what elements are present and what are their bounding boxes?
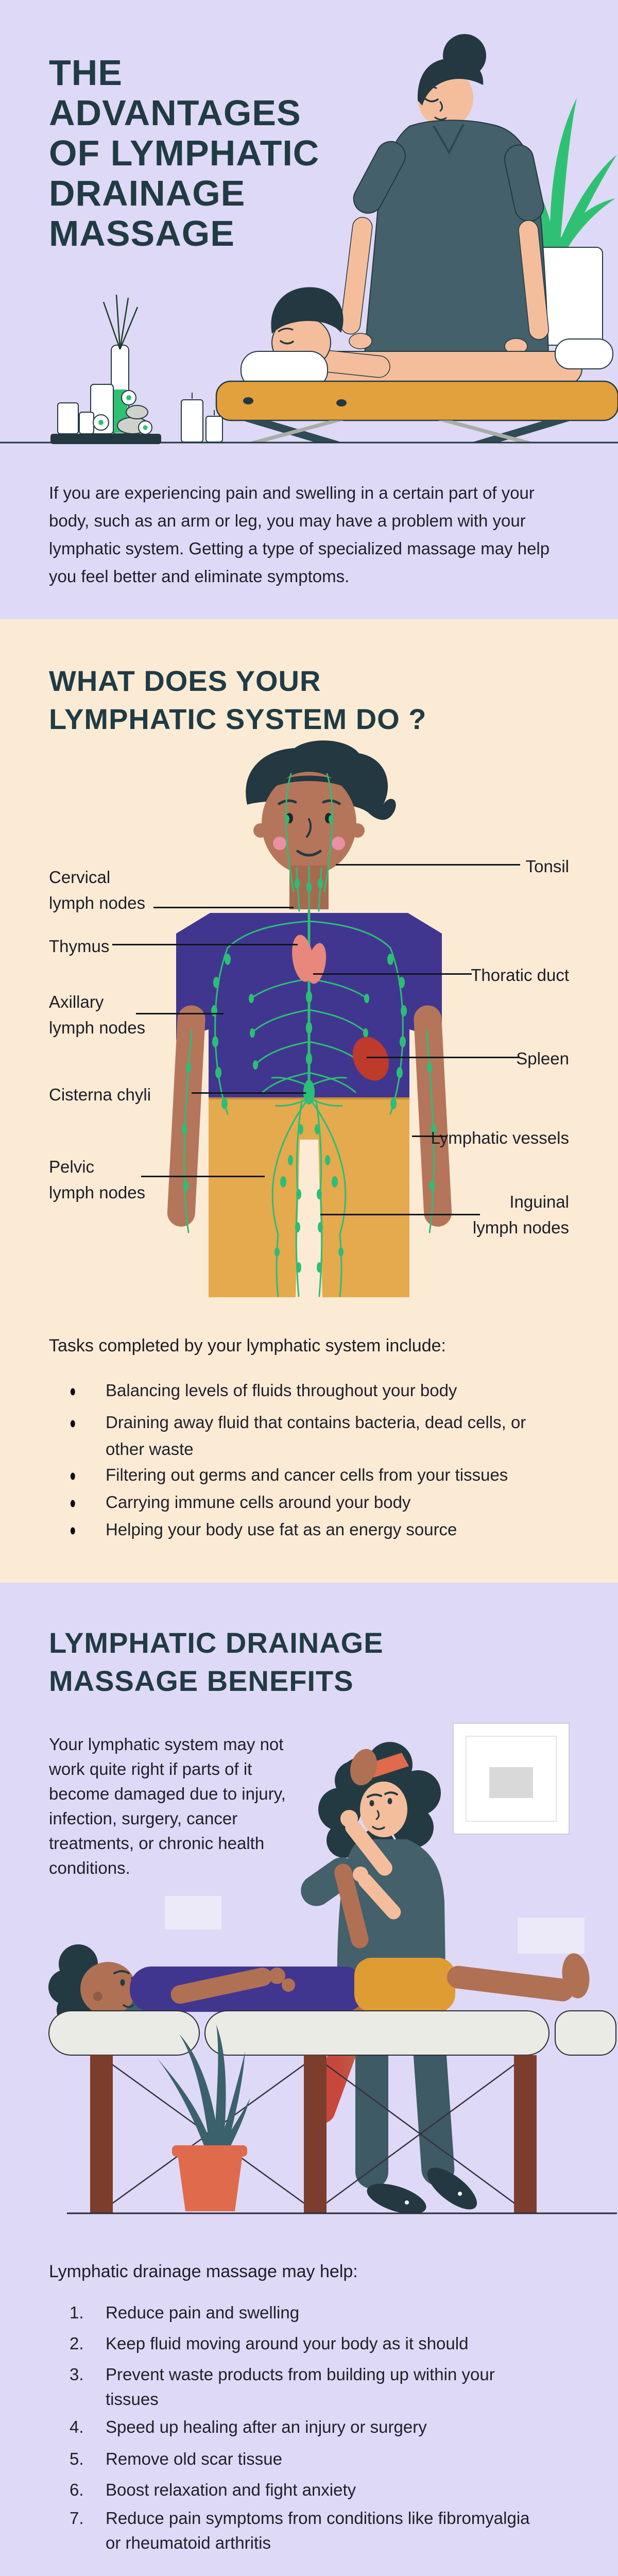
page-title: THE ADVANTAGES OF LYMPHATIC DRAINAGE MAS… (49, 53, 320, 253)
help-item: 7.Reduce pain symptoms from conditions l… (70, 2509, 530, 2552)
tonsil-left-dot (273, 837, 286, 850)
label-thymus: Thymus (49, 937, 110, 956)
bullet-icon: ● (70, 1465, 76, 1485)
pointer-line-tonsil (336, 864, 520, 866)
help-item: 4.Speed up healing after an injury or su… (70, 2417, 427, 2436)
pointer-line-spleen (367, 1057, 519, 1058)
bullet-icon: ● (70, 1493, 76, 1513)
help-item: 2.Keep fluid moving around your body as … (70, 2334, 469, 2353)
benefits-heading: LYMPHATIC DRAINAGE MASSAGE BENEFITS (49, 1626, 384, 1697)
label-lymphatic-vessels: Lymphatic vessels (431, 1128, 569, 1147)
benefits-paragraph: Your lymphatic system may not work quite… (49, 1735, 286, 1877)
label-cisterna-chyli: Cisterna chyli (49, 1085, 151, 1104)
wall-patch (518, 1918, 585, 1954)
bullet-icon: ● (70, 1381, 76, 1401)
task-item: ●Carrying immune cells around your body (70, 1489, 574, 1516)
pointer-line-cisterna (192, 1092, 306, 1094)
intro-paragraph: If you are experiencing pain and swellin… (49, 483, 550, 586)
hero-section: THE ADVANTAGES OF LYMPHATIC DRAINAGE MAS… (0, 0, 618, 619)
task-item: ●Draining away fluid that contains bacte… (70, 1409, 574, 1463)
pants (209, 1097, 409, 1297)
help-item: 6.Boost relaxation and fight anxiety (70, 2480, 356, 2499)
massage-bench (48, 2010, 617, 2214)
cisterna-chyli (271, 1077, 347, 1107)
pointer-line-axillary (136, 1013, 224, 1014)
label-tonsil: Tonsil (525, 857, 569, 876)
task-item: ●Helping your body use fat as an energy … (70, 1516, 574, 1543)
therapist-hands (340, 1810, 401, 1920)
wall-patch (165, 1896, 221, 1929)
task-item: ●Filtering out germs and cancer cells fr… (70, 1462, 574, 1488)
left-arm (167, 1005, 205, 1227)
system-heading: WHAT DOES YOUR LYMPHATIC SYSTEM DO ? (49, 665, 427, 735)
lymph-nodes (182, 815, 436, 1273)
bullet-icon: ● (70, 1413, 76, 1433)
therapist-illustration (340, 34, 550, 354)
patient-illustration (271, 287, 613, 386)
bullet-icon: ● (70, 1520, 76, 1540)
pointer-line-lymphatic-vessels (412, 1136, 446, 1137)
mustard-shorts (354, 1958, 455, 2012)
task-item: ●Balancing levels of fluids throughout y… (70, 1377, 574, 1404)
pointer-line-thoratic-duct (313, 973, 472, 975)
help-list-heading: Lymphatic drainage massage may help: (49, 2262, 358, 2281)
help-item: 1.Reduce pain and swelling (70, 2303, 300, 2322)
leg-massage-illustration (48, 1723, 617, 2214)
tasks-heading: Tasks completed by your lymphatic system… (49, 1336, 446, 1355)
massage-scene-illustration (0, 34, 618, 444)
massage-table (215, 380, 618, 442)
pointer-line-inguinal (320, 1214, 480, 1215)
pointer-line-thymus (112, 944, 298, 945)
label-spleen: Spleen (516, 1049, 569, 1068)
tonsil-right-dot (332, 837, 345, 850)
candles-and-diffuser (50, 294, 223, 444)
help-item: 5.Remove old scar tissue (70, 2449, 282, 2468)
pointer-line-cervical (153, 907, 294, 908)
help-item: 3.Prevent waste products from building u… (70, 2365, 495, 2409)
potted-plant (157, 2025, 250, 2211)
label-thoratic-duct: Thoratic duct (471, 965, 569, 985)
picture-frame (453, 1723, 570, 1835)
pointer-line-pelvic (141, 1176, 265, 1177)
face (262, 772, 356, 875)
spleen (352, 1037, 389, 1081)
